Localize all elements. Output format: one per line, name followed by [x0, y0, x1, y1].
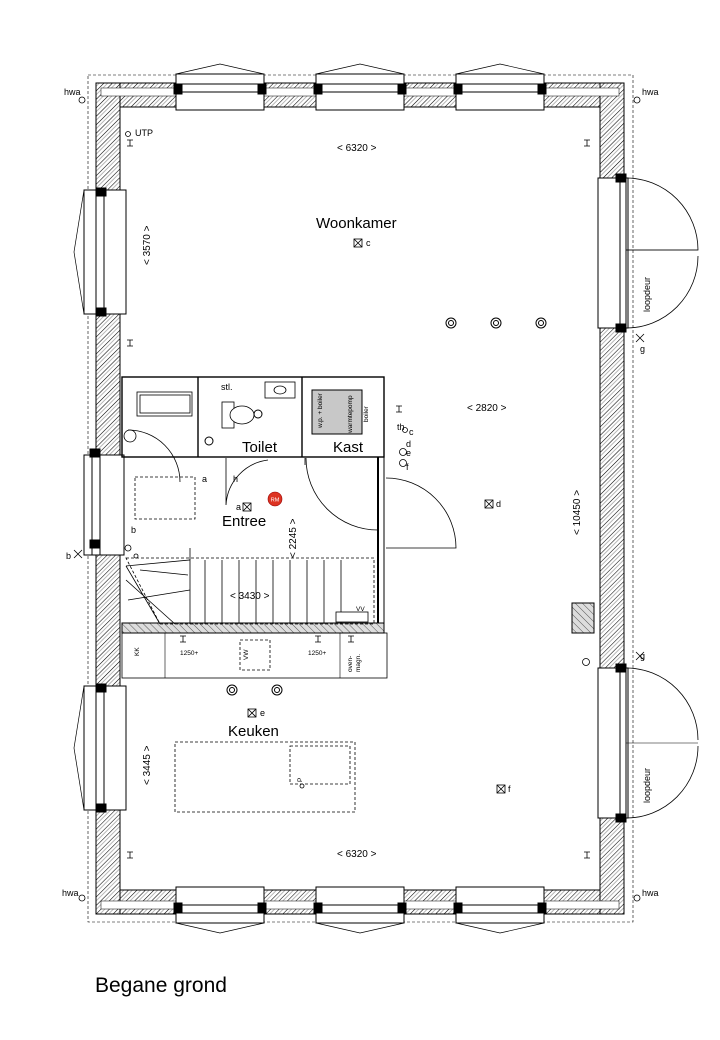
- svg-text:b: b: [66, 551, 71, 561]
- stl-label: stl.: [221, 382, 233, 392]
- socket-1250-1: 1250+: [180, 650, 198, 657]
- windows-left: [73, 187, 127, 813]
- vent-unit: [335, 611, 369, 623]
- svg-text:g: g: [640, 651, 645, 661]
- svg-text:e: e: [406, 448, 411, 458]
- hwa-tl: hwa: [64, 87, 81, 97]
- floor-caption: Begane grond: [95, 974, 227, 997]
- svg-text:a: a: [236, 502, 241, 512]
- dimension-left-upper: < 3570 >: [142, 225, 153, 265]
- room-kast: Kast: [333, 439, 364, 456]
- svg-text:f: f: [508, 784, 511, 794]
- dimension-bottom: < 6320 >: [337, 849, 377, 860]
- dimension-right-total: < 10450 >: [572, 490, 583, 535]
- doors-right: [597, 173, 699, 823]
- windows-top: [173, 63, 547, 111]
- dimension-entree: < 2245 >: [288, 518, 299, 558]
- utp-label: UTP: [135, 128, 153, 138]
- svg-text:th: th: [397, 422, 405, 432]
- svg-text:f: f: [406, 462, 409, 472]
- room-keuken: Keuken: [228, 723, 279, 740]
- room-toilet: Toilet: [242, 439, 278, 456]
- socket-1250-2: 1250+: [308, 650, 326, 657]
- svg-text:e: e: [260, 708, 265, 718]
- svg-text:c: c: [409, 427, 414, 437]
- dimension-left-lower: < 3445 >: [142, 745, 153, 785]
- svg-text:boiler: boiler: [363, 405, 370, 422]
- room-entree: Entree: [222, 513, 266, 530]
- ceiling-outlets: [242, 238, 506, 794]
- svg-text:c: c: [366, 238, 371, 248]
- svg-text:d: d: [406, 439, 411, 449]
- svg-text:a: a: [202, 474, 207, 484]
- wardrobe-area: [134, 476, 196, 520]
- downpipe-markers: [78, 96, 641, 902]
- dimension-top: < 6320 >: [337, 143, 377, 154]
- svg-text:h: h: [233, 474, 238, 484]
- svg-text:w.p. + boiler: w.p. + boiler: [317, 392, 324, 429]
- wall-sockets: [124, 131, 590, 859]
- staircase: [125, 548, 375, 625]
- svg-text:g: g: [640, 344, 645, 354]
- dimension-kitchen-wall: < 3430 >: [230, 591, 270, 602]
- outside-lights: [73, 333, 645, 661]
- hwa-br: hwa: [642, 888, 659, 898]
- hwa-tr: hwa: [642, 87, 659, 97]
- ovenmagn-label-1: oven-: [347, 656, 354, 672]
- smoke-detector-icon: RM: [267, 491, 283, 507]
- p-label: P: [297, 778, 304, 782]
- svg-text:b: b: [131, 525, 136, 535]
- loopdeur-label-lower: loopdeur: [642, 768, 652, 803]
- dimension-living-mid: < 2820 >: [467, 403, 507, 414]
- ovenmagn-label-2: magn.: [355, 654, 362, 672]
- kk-label: KK: [134, 647, 141, 656]
- room-woonkamer: Woonkamer: [316, 215, 397, 232]
- boiler-unit: w.p. + boiler warmtepomp boiler: [311, 389, 370, 435]
- svg-text:d: d: [496, 499, 501, 509]
- loopdeur-label-upper: loopdeur: [642, 277, 652, 312]
- switch-letters: a a b b c c d d e e f f g g h th: [66, 238, 645, 794]
- vv-label: VV: [356, 606, 365, 613]
- interior-walls: [121, 376, 388, 679]
- toilet-fixtures: [123, 381, 296, 443]
- ceiling-lights: [204, 317, 547, 696]
- vw-label: VW: [243, 649, 250, 660]
- stove-element: [571, 602, 595, 634]
- svg-text:warmtepomp: warmtepomp: [347, 395, 354, 434]
- windows-bottom: [173, 886, 547, 934]
- kitchen-island: [174, 639, 356, 813]
- svg-text:RM: RM: [271, 498, 280, 504]
- hwa-bl: hwa: [62, 888, 79, 898]
- interior-doors: [127, 429, 457, 549]
